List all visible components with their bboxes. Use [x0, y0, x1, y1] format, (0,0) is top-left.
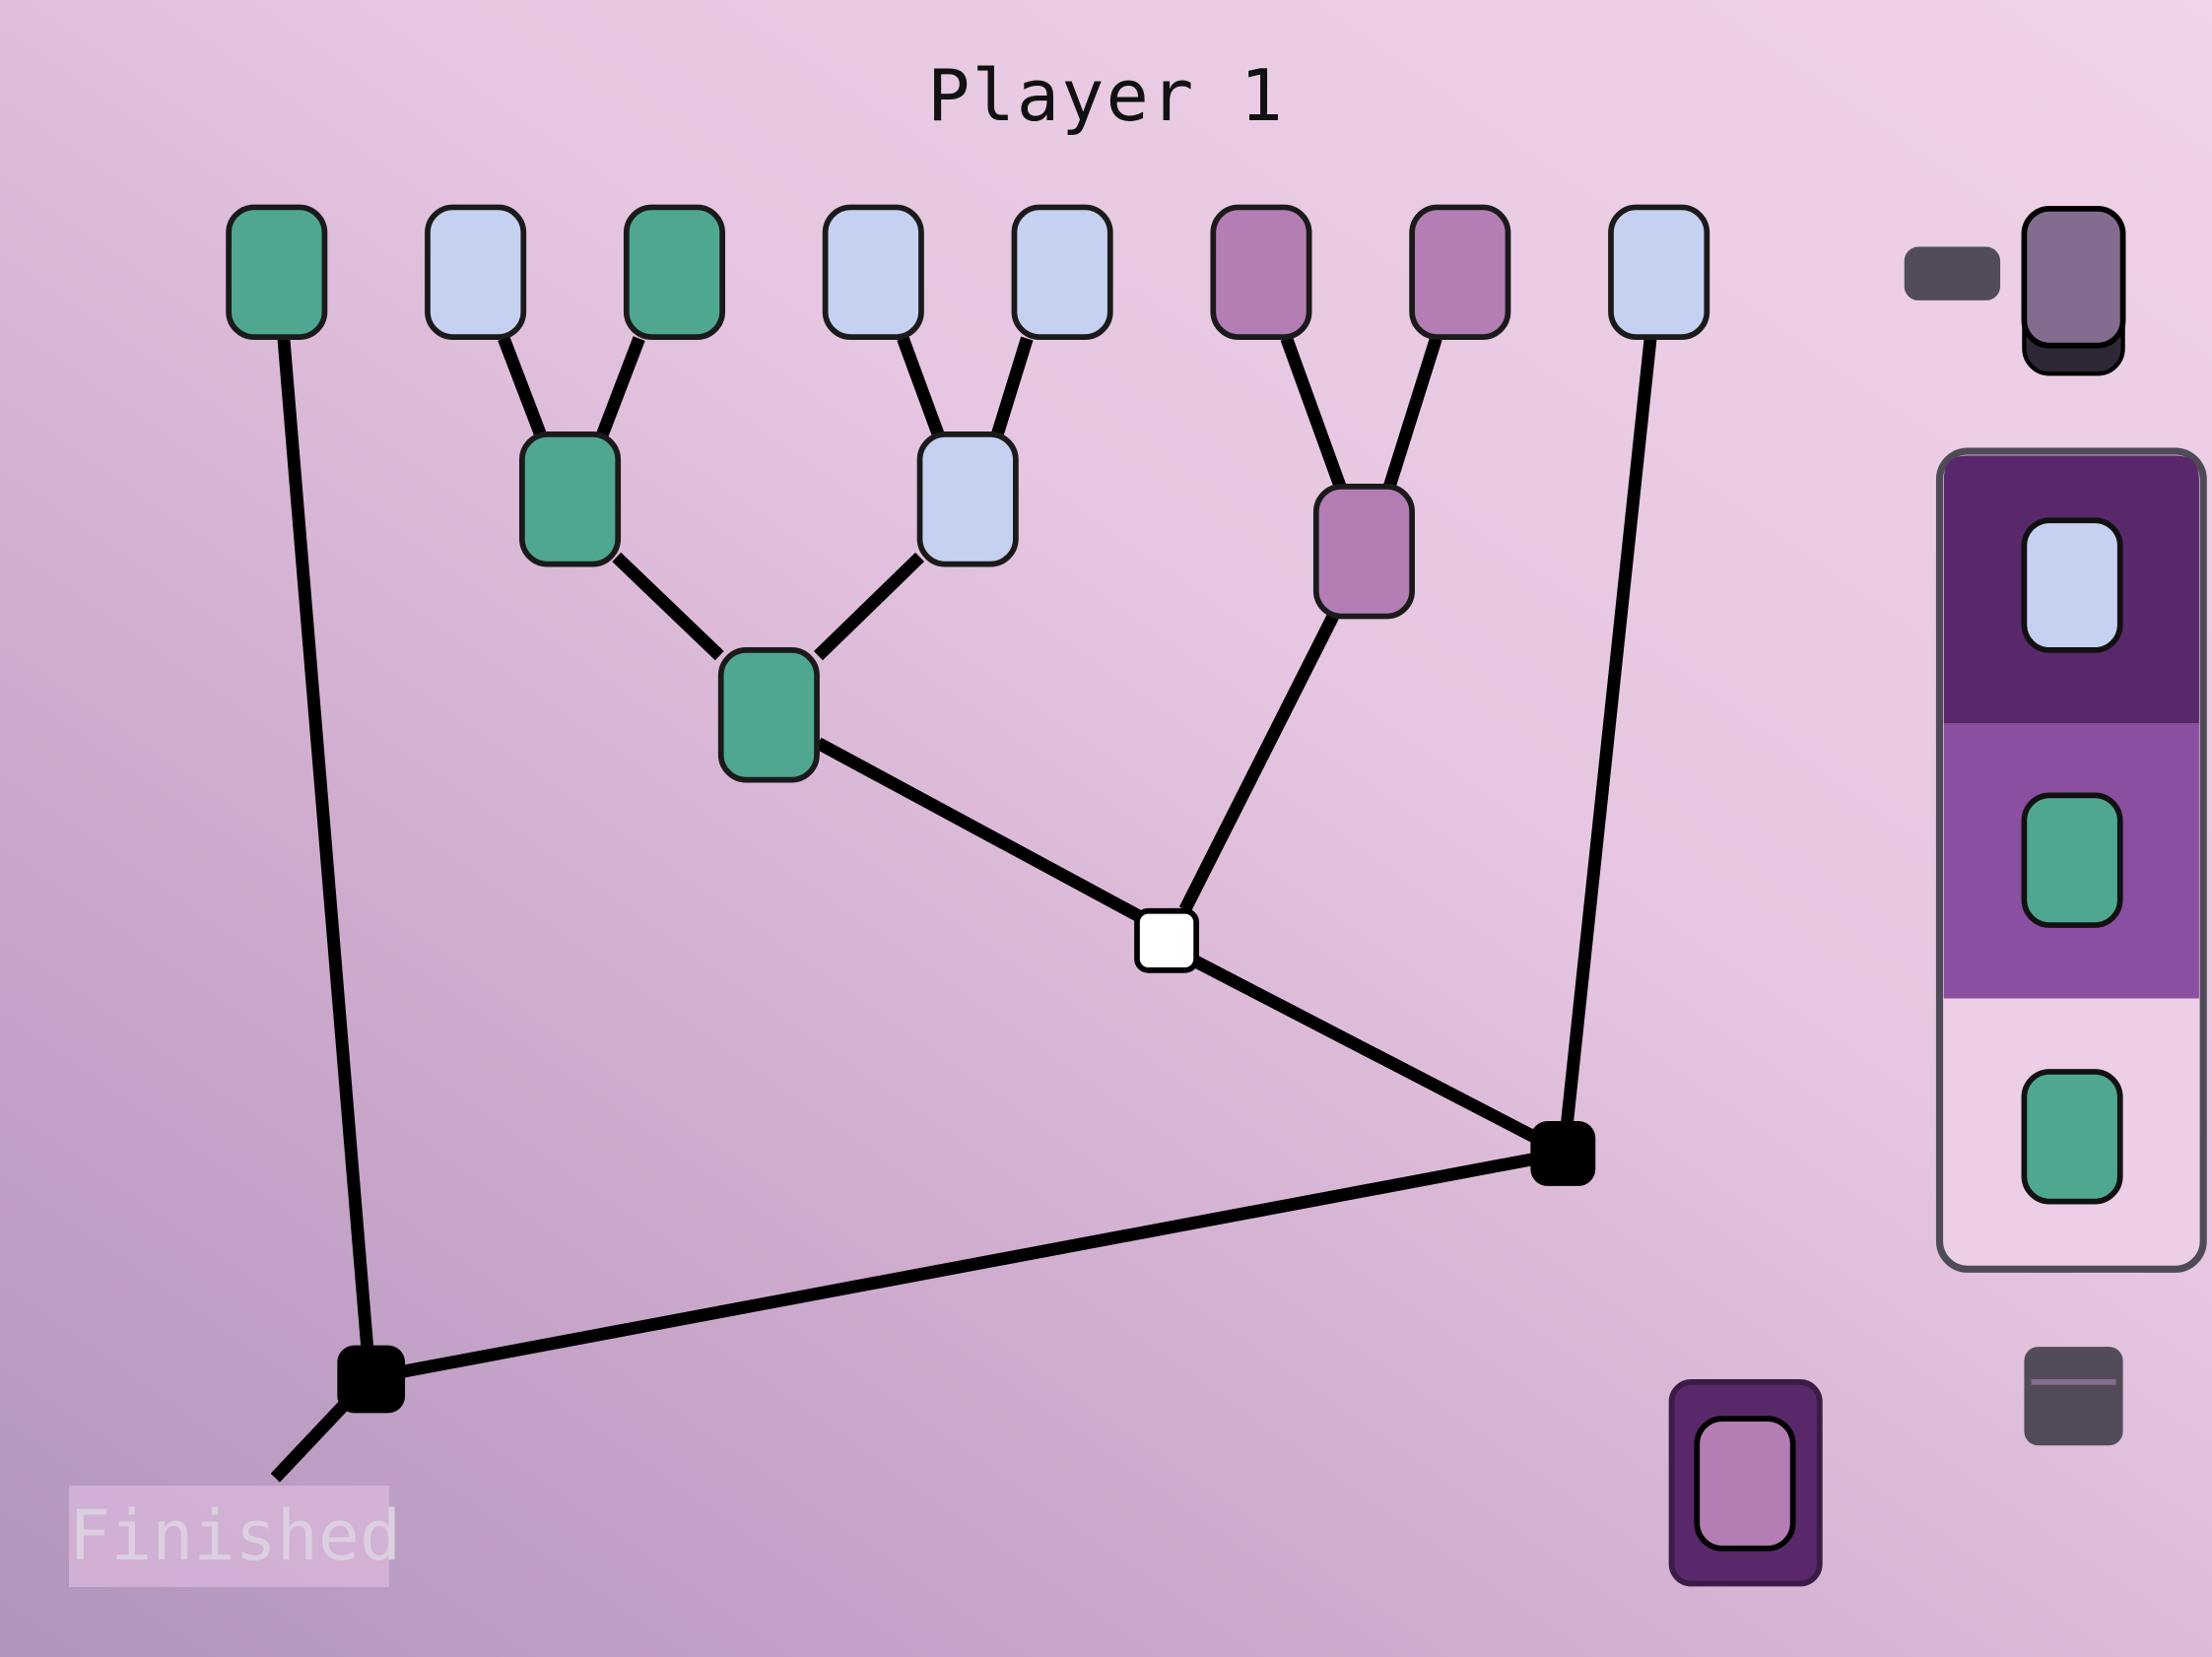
held-piece: [1694, 1416, 1796, 1552]
root-node[interactable]: [1530, 1121, 1596, 1186]
root-node[interactable]: [337, 1345, 406, 1414]
leaf-node[interactable]: [226, 204, 328, 340]
junction-node[interactable]: [1134, 907, 1199, 973]
leaf-node[interactable]: [1409, 204, 1511, 340]
queue-piece[interactable]: [2021, 1069, 2123, 1205]
merged-node[interactable]: [717, 647, 820, 783]
merged-node[interactable]: [1312, 484, 1415, 620]
minus-button[interactable]: [1904, 246, 2001, 300]
merged-node[interactable]: [519, 431, 622, 567]
queue-piece[interactable]: [2021, 792, 2123, 928]
merged-node[interactable]: [916, 431, 1019, 567]
leaf-node[interactable]: [1210, 204, 1312, 340]
leaf-node[interactable]: [1011, 204, 1113, 340]
player-title: Player 1: [927, 54, 1285, 137]
leaf-node[interactable]: [1608, 204, 1710, 340]
finished-button[interactable]: Finished: [69, 1486, 401, 1587]
stack-button[interactable]: [2024, 1347, 2123, 1446]
leaf-node[interactable]: [425, 204, 527, 340]
piece-stack-button[interactable]: [2021, 205, 2126, 349]
leaf-node[interactable]: [623, 204, 725, 340]
leaf-node[interactable]: [822, 204, 924, 340]
queue-piece[interactable]: [2021, 517, 2123, 653]
tree-edges: [270, 336, 1657, 1483]
